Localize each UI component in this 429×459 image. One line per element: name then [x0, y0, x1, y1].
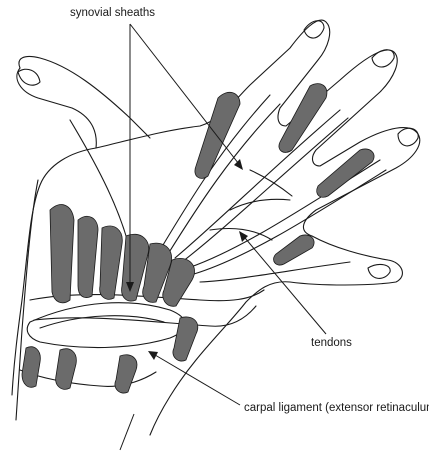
middle-finger-nail: [372, 50, 394, 67]
arrowhead-synovial-2: [234, 159, 243, 170]
carpal-ligament-band: [27, 303, 185, 348]
leader-tendons: [240, 232, 326, 334]
sheath-ring: [317, 149, 374, 197]
leader-carpal: [150, 352, 240, 405]
leader-carpal-lower: [120, 414, 134, 450]
tendon-little: [200, 262, 350, 282]
tendon-cross-3: [250, 170, 292, 196]
sheath-wrist-a: [100, 226, 123, 299]
sheath-lower-4: [22, 347, 40, 387]
sheath-thumb: [50, 205, 74, 303]
little-finger-nail: [368, 265, 390, 279]
sheath-thumb-2: [78, 216, 98, 297]
label-tendons: tendons: [311, 338, 352, 350]
sheath-little: [274, 235, 315, 265]
label-synovial-sheaths: synovial sheaths: [70, 8, 155, 20]
carpal-ligament-inner: [40, 316, 164, 328]
sheath-index: [195, 92, 240, 178]
forearm-edge-lower: [20, 370, 156, 386]
index-finger-nail: [304, 21, 324, 38]
sheath-lower-2: [115, 355, 137, 393]
thumb-nail: [18, 69, 40, 85]
label-carpal-ligament: carpal ligament (extensor retinaculum): [244, 403, 429, 415]
